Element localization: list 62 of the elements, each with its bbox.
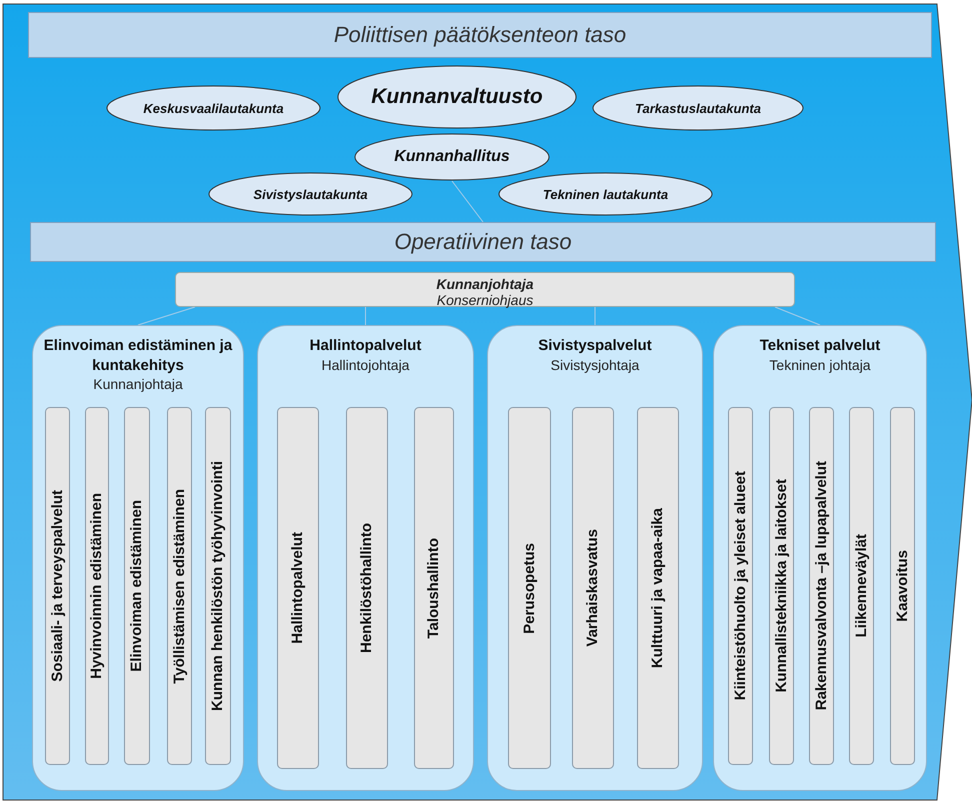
level-band — [28, 12, 932, 58]
unit-bar — [728, 407, 753, 765]
unit-name: Taloushallinto — [424, 538, 444, 638]
unit-bar — [205, 407, 231, 765]
column-heading: Sivistyspalvelut — [537, 336, 653, 356]
unit-bar — [167, 407, 192, 765]
column-heading: Tekniset palvelut — [758, 336, 882, 356]
band-title: Operatiivinen taso — [394, 229, 572, 255]
unit-bar — [572, 407, 614, 769]
column-subtitle: Tekninen johtaja — [768, 356, 872, 374]
connector-line — [138, 306, 196, 326]
column-subtitle: Kunnanjohtaja — [92, 375, 184, 394]
unit-bar — [277, 407, 319, 769]
unit-name: Työllistämisen edistäminen — [170, 488, 189, 684]
body-name: Tekninen lautakunta — [542, 186, 668, 202]
manager-box — [175, 272, 795, 307]
unit-bar — [809, 407, 834, 765]
unit-name: Kunnan henkilöstön työhyvinvointi — [208, 460, 228, 711]
unit-bar — [346, 407, 388, 769]
service-column — [713, 325, 927, 791]
body-name: Tarkastuslautakunta — [635, 100, 761, 116]
service-column — [257, 325, 474, 791]
unit-name: Liikenneväylät — [852, 534, 871, 638]
unit-name: Kiinteistöhuolto ja yleiset alueet — [730, 471, 750, 701]
column-subtitle: Sivistysjohtaja — [550, 356, 640, 374]
unit-bar — [637, 407, 679, 769]
unit-name: Rakennusvalvonta –ja lupapalvelut — [812, 461, 831, 711]
unit-bar — [890, 407, 915, 765]
unit-bar — [769, 407, 794, 765]
connector-line — [452, 180, 484, 222]
unit-name: Henkilöstöhallinto — [357, 522, 376, 653]
unit-name: Kunnallistekniikka ja laitokset — [772, 479, 791, 693]
unit-bar — [124, 407, 150, 765]
unit-name: Hyvinvoinnin edistäminen — [87, 493, 106, 679]
unit-name: Perusopetus — [520, 542, 539, 634]
manager-subtitle: Konserniohjaus — [436, 292, 534, 308]
unit-name: Varhaiskasvatus — [583, 529, 602, 647]
connector-line — [365, 306, 366, 326]
body-name: Sivistyslautakunta — [253, 186, 368, 202]
connector-line — [594, 306, 596, 326]
body-name: Kunnanvaltuusto — [371, 85, 543, 109]
column-heading: Elinvoiman edistäminen ja kuntakehitys — [42, 336, 234, 375]
unit-bar — [45, 407, 70, 765]
unit-name: Hallintopalvelut — [288, 532, 308, 644]
body-name: Keskusvaalilautakunta — [143, 100, 284, 116]
level-band — [30, 222, 936, 262]
unit-name: Elinvoiman edistäminen — [127, 500, 146, 672]
unit-bar — [508, 407, 551, 769]
column-heading: Hallintopalvelut — [308, 336, 422, 356]
connector-line — [774, 306, 820, 326]
unit-bar — [414, 407, 454, 769]
band-title: Poliittisen päätöksenteon taso — [334, 22, 626, 48]
manager-title: Kunnanjohtaja — [435, 276, 535, 292]
service-column — [32, 325, 244, 791]
unit-name: Kaavoitus — [892, 550, 912, 622]
body-name: Kunnanhallitus — [394, 148, 510, 166]
service-column — [487, 325, 703, 791]
unit-bar — [849, 407, 874, 765]
unit-name: Kulttuuri ja vapaa-aika — [648, 508, 668, 668]
column-subtitle: Hallintojohtaja — [320, 356, 410, 374]
unit-name: Sosiaali- ja terveyspalvelut — [48, 490, 67, 682]
unit-bar — [85, 407, 109, 765]
